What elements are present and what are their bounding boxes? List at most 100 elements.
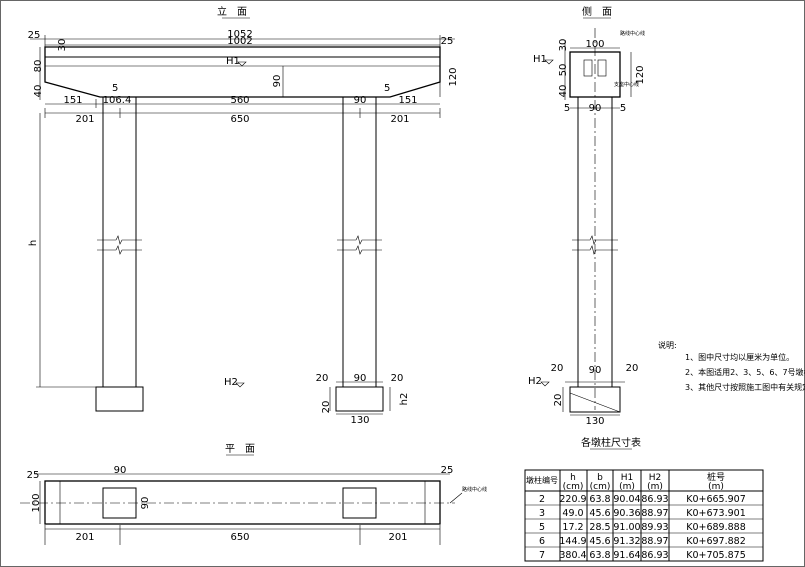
cap-beam-outline (44, 46, 441, 98)
side-dim-40: 40 (558, 85, 569, 98)
dim-1002: 1002 (227, 36, 252, 47)
h-label: h (28, 240, 39, 246)
note-3: 3、其他尺寸按照施工图中有关规定。 (685, 382, 805, 392)
side-dim-130: 130 (585, 416, 604, 427)
dim-30: 30 (57, 39, 68, 52)
cell: 63.8 (589, 550, 610, 561)
side-dim-5-right: 5 (620, 103, 626, 114)
cell: K0+689.888 (686, 522, 746, 533)
elevation-view: 立 面 25 30 1052 1002 25 80 40 90 (28, 5, 459, 426)
side-dim-50: 50 (558, 64, 569, 77)
cell: 89.93 (641, 522, 668, 533)
dim-20-a: 20 (316, 373, 329, 384)
th-b: b (597, 473, 603, 483)
note-1: 1、图中尺寸均以厘米为单位。 (685, 352, 794, 362)
th-h1-unit: (m) (619, 482, 635, 492)
table-title: 各墩柱尺寸表 (581, 436, 641, 449)
cell: 88.97 (641, 508, 668, 519)
side-h2: H2 (528, 376, 542, 387)
dim-90-col: 90 (354, 373, 367, 384)
plan-center-note: 路线中心线 (462, 486, 487, 493)
dim-120: 120 (448, 67, 459, 86)
dim-151-left: 151 (63, 95, 82, 106)
cell: K0+697.882 (686, 536, 746, 547)
side-title: 侧 面 (582, 5, 612, 18)
cell: 91.32 (613, 536, 640, 547)
cell: 45.6 (589, 536, 610, 547)
dim-90-mid: 90 (272, 75, 283, 88)
cell: 5 (539, 522, 545, 533)
th-h2-unit: (m) (647, 482, 663, 492)
dim-80: 80 (33, 60, 44, 73)
plan-dim-90-top: 90 (114, 465, 127, 476)
cell: 220.9 (559, 494, 586, 505)
dim-201-left: 201 (75, 114, 94, 125)
th-h2: H2 (649, 473, 662, 483)
cell: 91.00 (613, 522, 640, 533)
side-dim-90: 90 (589, 103, 602, 114)
cell: 45.6 (589, 508, 610, 519)
left-footing (95, 386, 144, 412)
h2-label: H2 (224, 377, 238, 388)
notes-heading: 说明: (658, 340, 677, 350)
cell: 3 (539, 508, 545, 519)
side-dim-120: 120 (635, 65, 646, 84)
dim-650: 650 (230, 114, 249, 125)
cell: 28.5 (589, 522, 610, 533)
cell: K0+665.907 (686, 494, 746, 505)
plan-dim-25-left: 25 (27, 470, 40, 481)
side-dim-100: 100 (585, 39, 604, 50)
cell: K0+673.901 (686, 508, 746, 519)
dim-1052: 1052 (227, 29, 252, 40)
dimension-table: 各墩柱尺寸表 墩柱编号 h (cm) b (cm) H1 (m) H2 (m) … (524, 436, 764, 562)
plan-cap (44, 480, 441, 525)
plan-dim-90-side: 90 (140, 497, 151, 510)
cell: 88.97 (641, 536, 668, 547)
cell: K0+705.875 (686, 550, 746, 561)
dim-130: 130 (350, 415, 369, 426)
cell: 49.0 (562, 508, 583, 519)
cell: 86.93 (641, 494, 668, 505)
side-pad-note: 支座中心线 (614, 81, 639, 88)
th-pier-no: 墩柱编号 (526, 475, 558, 485)
dim-20-b: 20 (391, 373, 404, 384)
h2-small-label: h2 (399, 393, 410, 406)
plan-view: 平 面 25 90 25 100 90 路线中心线 201 650 201 (20, 444, 487, 545)
plan-right-column (342, 487, 377, 519)
side-dim-20-c: 20 (553, 394, 564, 407)
dim-90-top: 90 (354, 95, 367, 106)
cell: 7 (539, 550, 545, 561)
side-dim-20-a: 20 (551, 363, 564, 374)
th-h-unit: (cm) (563, 482, 584, 492)
right-footing (335, 386, 384, 412)
elevation-title: 立 面 (217, 5, 247, 18)
dim-25-right: 25 (441, 36, 454, 47)
side-h1: H1 (533, 54, 547, 65)
cell: 380.4 (559, 550, 586, 561)
dim-20-c: 20 (321, 401, 332, 414)
side-dim-20-b: 20 (626, 363, 639, 374)
side-dim-90-b: 90 (589, 365, 602, 376)
cell: 63.8 (589, 494, 610, 505)
side-view: 侧 面 100 路线中心线 支座中心线 H1 30 50 40 120 5 90… (528, 5, 805, 427)
plan-title: 平 面 (225, 444, 255, 455)
dim-25-left: 25 (28, 30, 41, 41)
note-2: 2、本图适用2、3、5、6、7号墩柱一般构造图。 (685, 367, 805, 377)
dim-106-4: 106.4 (103, 95, 132, 106)
plan-dim-100: 100 (31, 493, 42, 512)
th-station-unit: (m) (708, 482, 724, 492)
plan-dim-201-right: 201 (388, 532, 407, 543)
dim-40: 40 (33, 85, 44, 98)
dim-201-right: 201 (390, 114, 409, 125)
cell: 90.36 (613, 508, 640, 519)
cell: 144.9 (559, 536, 586, 547)
th-h1: H1 (621, 473, 634, 483)
cell: 2 (539, 494, 545, 505)
cell: 91.64 (613, 550, 640, 561)
plan-left-column (102, 487, 137, 519)
th-h: h (570, 473, 576, 483)
plan-dim-650: 650 (230, 532, 249, 543)
cell: 17.2 (562, 522, 583, 533)
cell: 6 (539, 536, 545, 547)
